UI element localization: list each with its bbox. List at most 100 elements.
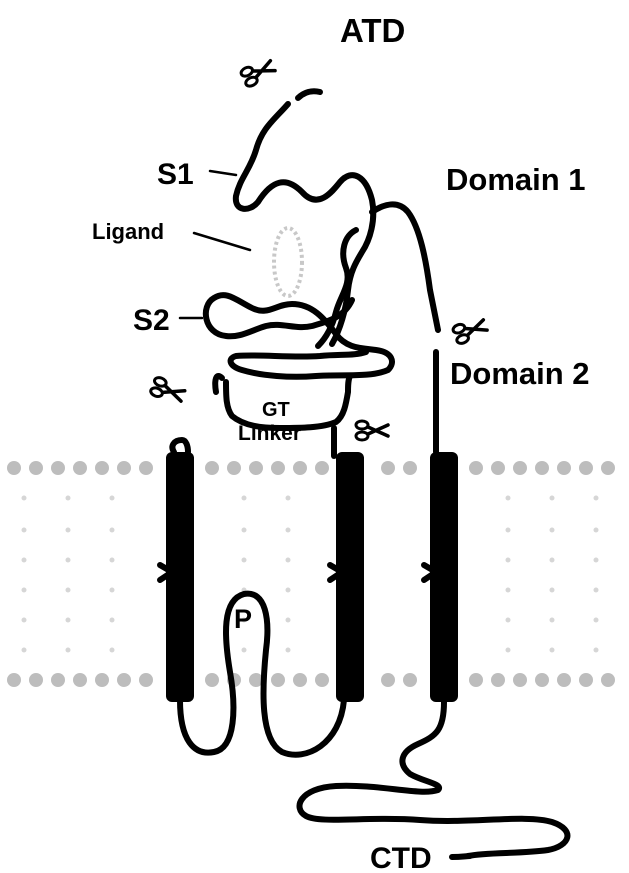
lipid-headgroup	[29, 673, 43, 687]
scissors-icon	[452, 316, 489, 345]
lipid-headgroup	[95, 673, 109, 687]
lipid-tail	[286, 648, 291, 653]
s1-pointer	[210, 171, 236, 175]
lipid-tail	[110, 558, 115, 563]
lipid-headgroup	[315, 461, 329, 475]
lipid-tail	[550, 558, 555, 563]
lipid-tail	[506, 558, 511, 563]
lipid-headgroup	[29, 461, 43, 475]
lipid-tail	[110, 618, 115, 623]
lipid-tail	[110, 648, 115, 653]
domain2-label: Domain 2	[450, 356, 590, 391]
linker-label: Linker	[238, 422, 301, 445]
lipid-tail	[66, 496, 71, 501]
lipid-tail	[110, 528, 115, 533]
lipid-tail	[66, 648, 71, 653]
lipid-headgroup	[381, 673, 395, 687]
lipid-headgroup	[139, 461, 153, 475]
lipid-headgroup	[249, 461, 263, 475]
lipid-tail	[550, 528, 555, 533]
lipid-headgroup	[381, 461, 395, 475]
lipid-tail	[66, 528, 71, 533]
atd-stub	[298, 91, 320, 98]
lipid-tail	[286, 588, 291, 593]
lipid-headgroup	[491, 461, 505, 475]
lipid-headgroup	[205, 673, 219, 687]
domain1-label: Domain 1	[446, 162, 586, 197]
lipid-tail	[286, 618, 291, 623]
lipid-tail	[66, 588, 71, 593]
ligand-label: Ligand	[92, 219, 164, 244]
lipid-tail	[594, 648, 599, 653]
ligand-pointer	[194, 233, 250, 250]
m1-entry	[172, 440, 188, 452]
lipid-tail	[22, 528, 27, 533]
lipid-headgroup	[205, 461, 219, 475]
lipid-headgroup	[73, 673, 87, 687]
lipid-tail	[550, 648, 555, 653]
lipid-tail	[242, 496, 247, 501]
lipid-headgroup	[403, 673, 417, 687]
ctd-pointer	[452, 856, 470, 857]
atd-label: ATD	[340, 12, 405, 49]
lipid-headgroup	[513, 461, 527, 475]
lipid-headgroup	[601, 461, 615, 475]
lipid-tail	[66, 618, 71, 623]
scissors-icon	[356, 421, 388, 440]
lipid-headgroup	[535, 673, 549, 687]
lipid-headgroup	[469, 673, 483, 687]
lipid-tail	[66, 558, 71, 563]
lipid-headgroup	[293, 461, 307, 475]
lipid-headgroup	[469, 461, 483, 475]
lipid-tail	[242, 648, 247, 653]
lipid-tail	[550, 496, 555, 501]
lipid-headgroup	[315, 673, 329, 687]
lipid-tail	[22, 558, 27, 563]
lipid-headgroup	[227, 461, 241, 475]
lipid-tail	[594, 528, 599, 533]
lipid-headgroup	[271, 461, 285, 475]
lipid-headgroup	[51, 673, 65, 687]
lipid-headgroup	[7, 461, 21, 475]
lipid-tail	[242, 528, 247, 533]
lipid-headgroup	[271, 673, 285, 687]
ctd-label: CTD	[370, 842, 432, 873]
lipid-headgroup	[557, 673, 571, 687]
lipid-tail	[506, 588, 511, 593]
lipid-tail	[550, 618, 555, 623]
lipid-tail	[594, 588, 599, 593]
s1-label: S1	[157, 158, 194, 191]
lipid-tail	[286, 558, 291, 563]
lipid-tail	[110, 588, 115, 593]
scissors-icon	[240, 57, 277, 88]
lipid-tail	[22, 496, 27, 501]
linker-left-drop	[215, 376, 222, 392]
lipid-tail	[110, 496, 115, 501]
s2-label: S2	[133, 304, 170, 337]
lipid-tail	[22, 618, 27, 623]
m4-helix	[430, 452, 458, 702]
lipid-tail	[506, 648, 511, 653]
lipid-headgroup	[117, 461, 131, 475]
lipid-headgroup	[51, 461, 65, 475]
lipid-tail	[594, 496, 599, 501]
m3-helix	[336, 452, 364, 702]
lipid-tail	[22, 588, 27, 593]
lipid-tail	[594, 618, 599, 623]
ligand-shape	[274, 228, 302, 296]
lipid-headgroup	[7, 673, 21, 687]
lipid-tail	[506, 496, 511, 501]
lipid-tail	[22, 648, 27, 653]
s2-segment	[206, 295, 392, 377]
lipid-headgroup	[73, 461, 87, 475]
lipid-tail	[506, 528, 511, 533]
lipid-headgroup	[535, 461, 549, 475]
lipid-tail	[594, 558, 599, 563]
lipid-tail	[286, 528, 291, 533]
lipid-tail	[506, 618, 511, 623]
gt-label: GT	[262, 399, 290, 421]
lipid-tail	[242, 558, 247, 563]
lipid-headgroup	[117, 673, 131, 687]
domain1-right-loop	[372, 204, 438, 330]
lipid-headgroup	[601, 673, 615, 687]
